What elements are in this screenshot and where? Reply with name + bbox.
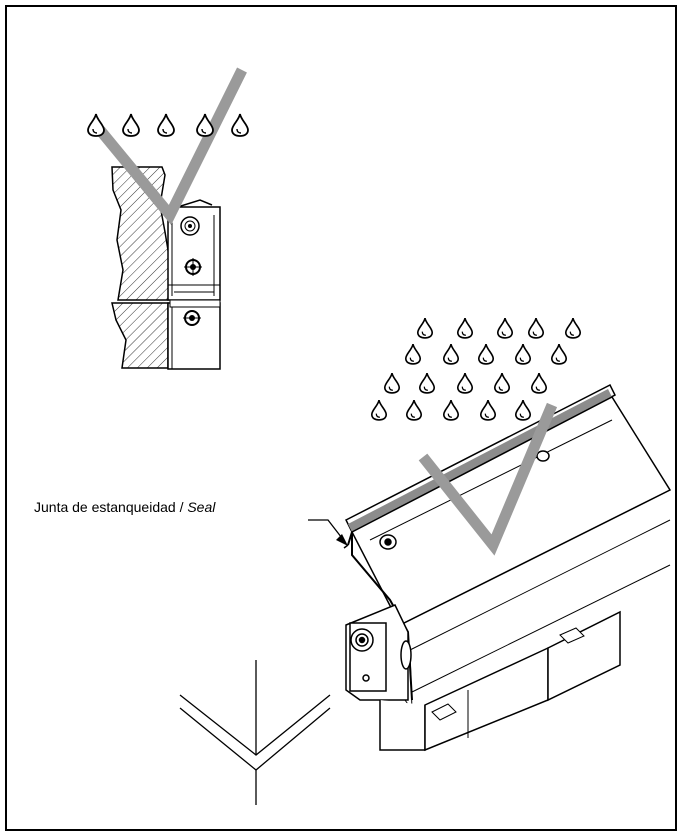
wall-corner (179, 660, 331, 805)
seal-callout-leader (308, 519, 348, 546)
seal-label-es: Junta de estanqueidad / (34, 499, 188, 515)
figure-frame (5, 5, 677, 831)
water-drop-icon (122, 113, 140, 137)
water-drop-icon (196, 113, 214, 137)
seal-label-en: Seal (187, 499, 216, 515)
rail-assembly (343, 383, 672, 752)
water-drop-icon (157, 113, 175, 137)
water-drop-icon (87, 113, 105, 137)
wall-section-lower (111, 302, 169, 369)
check-mark-icon (418, 402, 558, 556)
water-drop-icon (231, 113, 249, 137)
check-mark-icon (95, 67, 247, 226)
seal-callout-label: Junta de estanqueidad / Seal (34, 498, 215, 516)
section-detail (95, 67, 247, 370)
